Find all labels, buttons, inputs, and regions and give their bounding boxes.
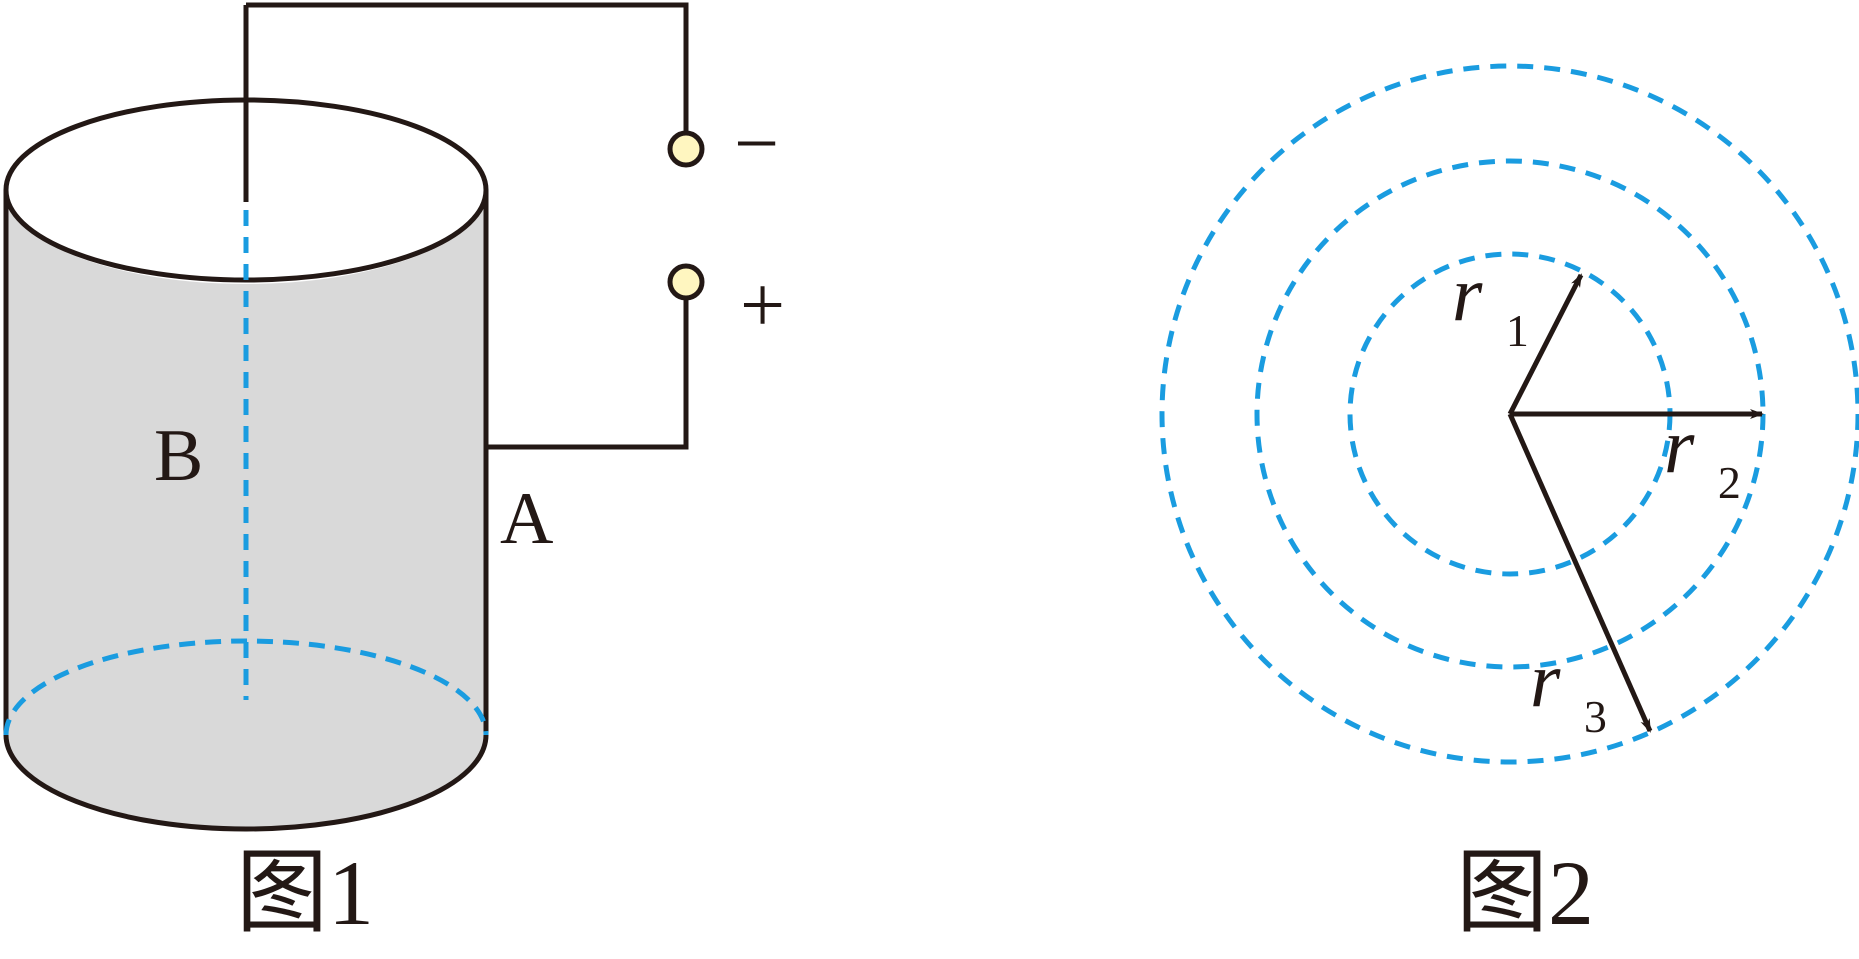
plus-sign-label: + <box>740 262 785 350</box>
radius-1-subscript: 1 <box>1506 305 1529 356</box>
cylinder-bottom-front-edge <box>3 734 489 832</box>
minus-sign-label: − <box>734 100 779 188</box>
wire-to-negative-terminal <box>246 2 689 132</box>
radius-arrow-3 <box>1507 412 1653 733</box>
figure-2-caption: 图2 <box>1456 842 1594 944</box>
radius-3-subscript: 3 <box>1584 691 1607 742</box>
radius-2-label: r 2 <box>1664 402 1741 508</box>
radius-arrow-1 <box>1507 273 1584 416</box>
negative-terminal <box>667 130 705 168</box>
label-b: B <box>154 415 203 497</box>
radius-3-label: r 3 <box>1530 636 1607 742</box>
figure-1: B A − + 图1 <box>3 2 785 944</box>
radius-3-symbol: r <box>1530 636 1561 723</box>
cylinder-bottom-hidden-edge <box>3 638 489 736</box>
figure-1-caption: 图1 <box>236 842 374 944</box>
radius-2-subscript: 2 <box>1718 457 1741 508</box>
positive-terminal <box>667 263 705 301</box>
dashed-circle-outer <box>1159 63 1859 765</box>
radius-1-label: r 1 <box>1452 250 1529 356</box>
label-a: A <box>500 478 553 560</box>
radius-1-symbol: r <box>1452 250 1483 337</box>
radius-2-symbol: r <box>1664 402 1695 489</box>
wire-to-positive-terminal <box>486 300 689 450</box>
figure-2: r 1 r 2 r 3 图2 <box>1159 63 1859 944</box>
